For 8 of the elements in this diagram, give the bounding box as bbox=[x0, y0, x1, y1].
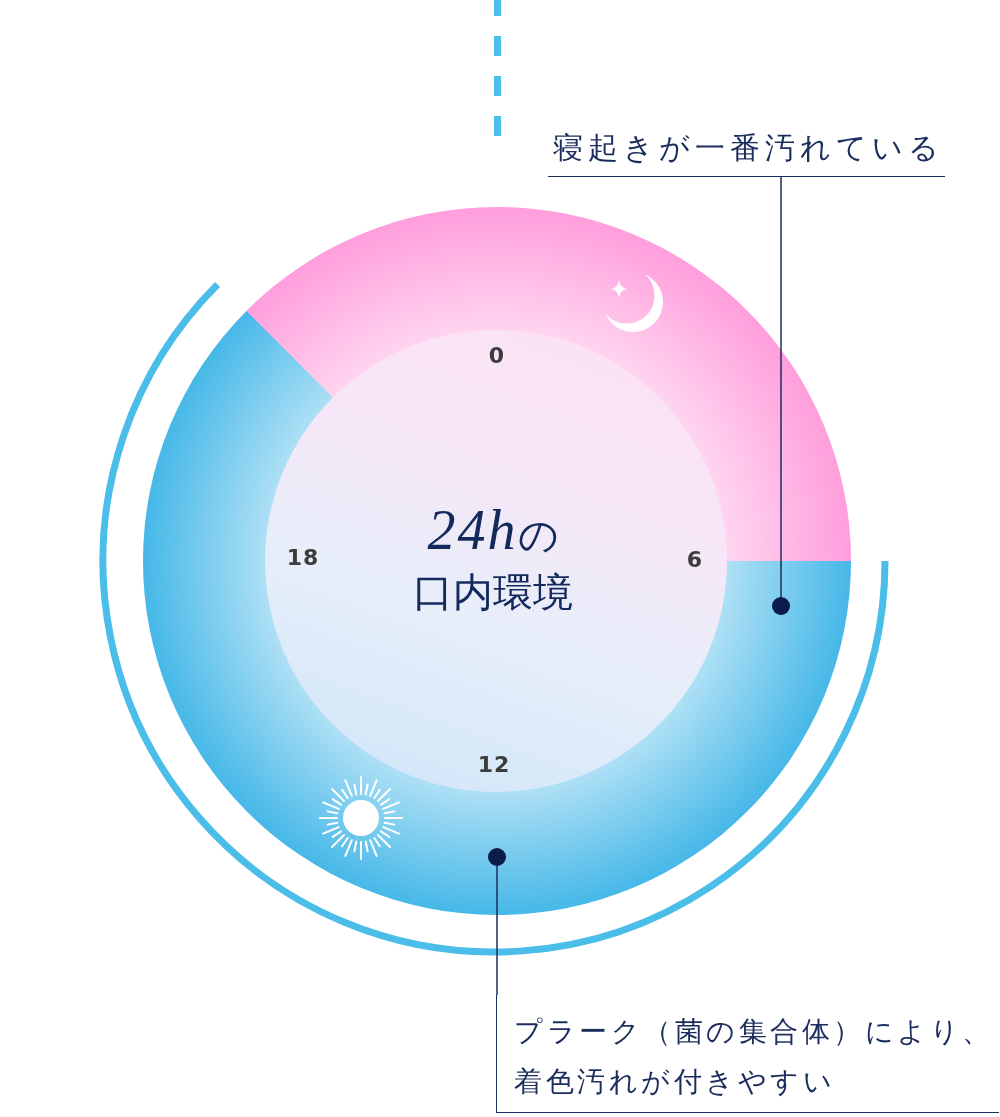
hour-number: 18 bbox=[286, 547, 320, 569]
callout-text: 寝起きが一番汚れている bbox=[548, 128, 945, 177]
hour-number: 6 bbox=[686, 549, 704, 571]
leader-line bbox=[488, 848, 506, 996]
callout-text: プラーク（菌の集合体）により、着色汚れが付きやすい bbox=[496, 995, 999, 1113]
hour-number: 12 bbox=[477, 754, 511, 776]
hour-number: 0 bbox=[488, 345, 506, 367]
center-title: 24hの口内環境 bbox=[412, 501, 574, 617]
